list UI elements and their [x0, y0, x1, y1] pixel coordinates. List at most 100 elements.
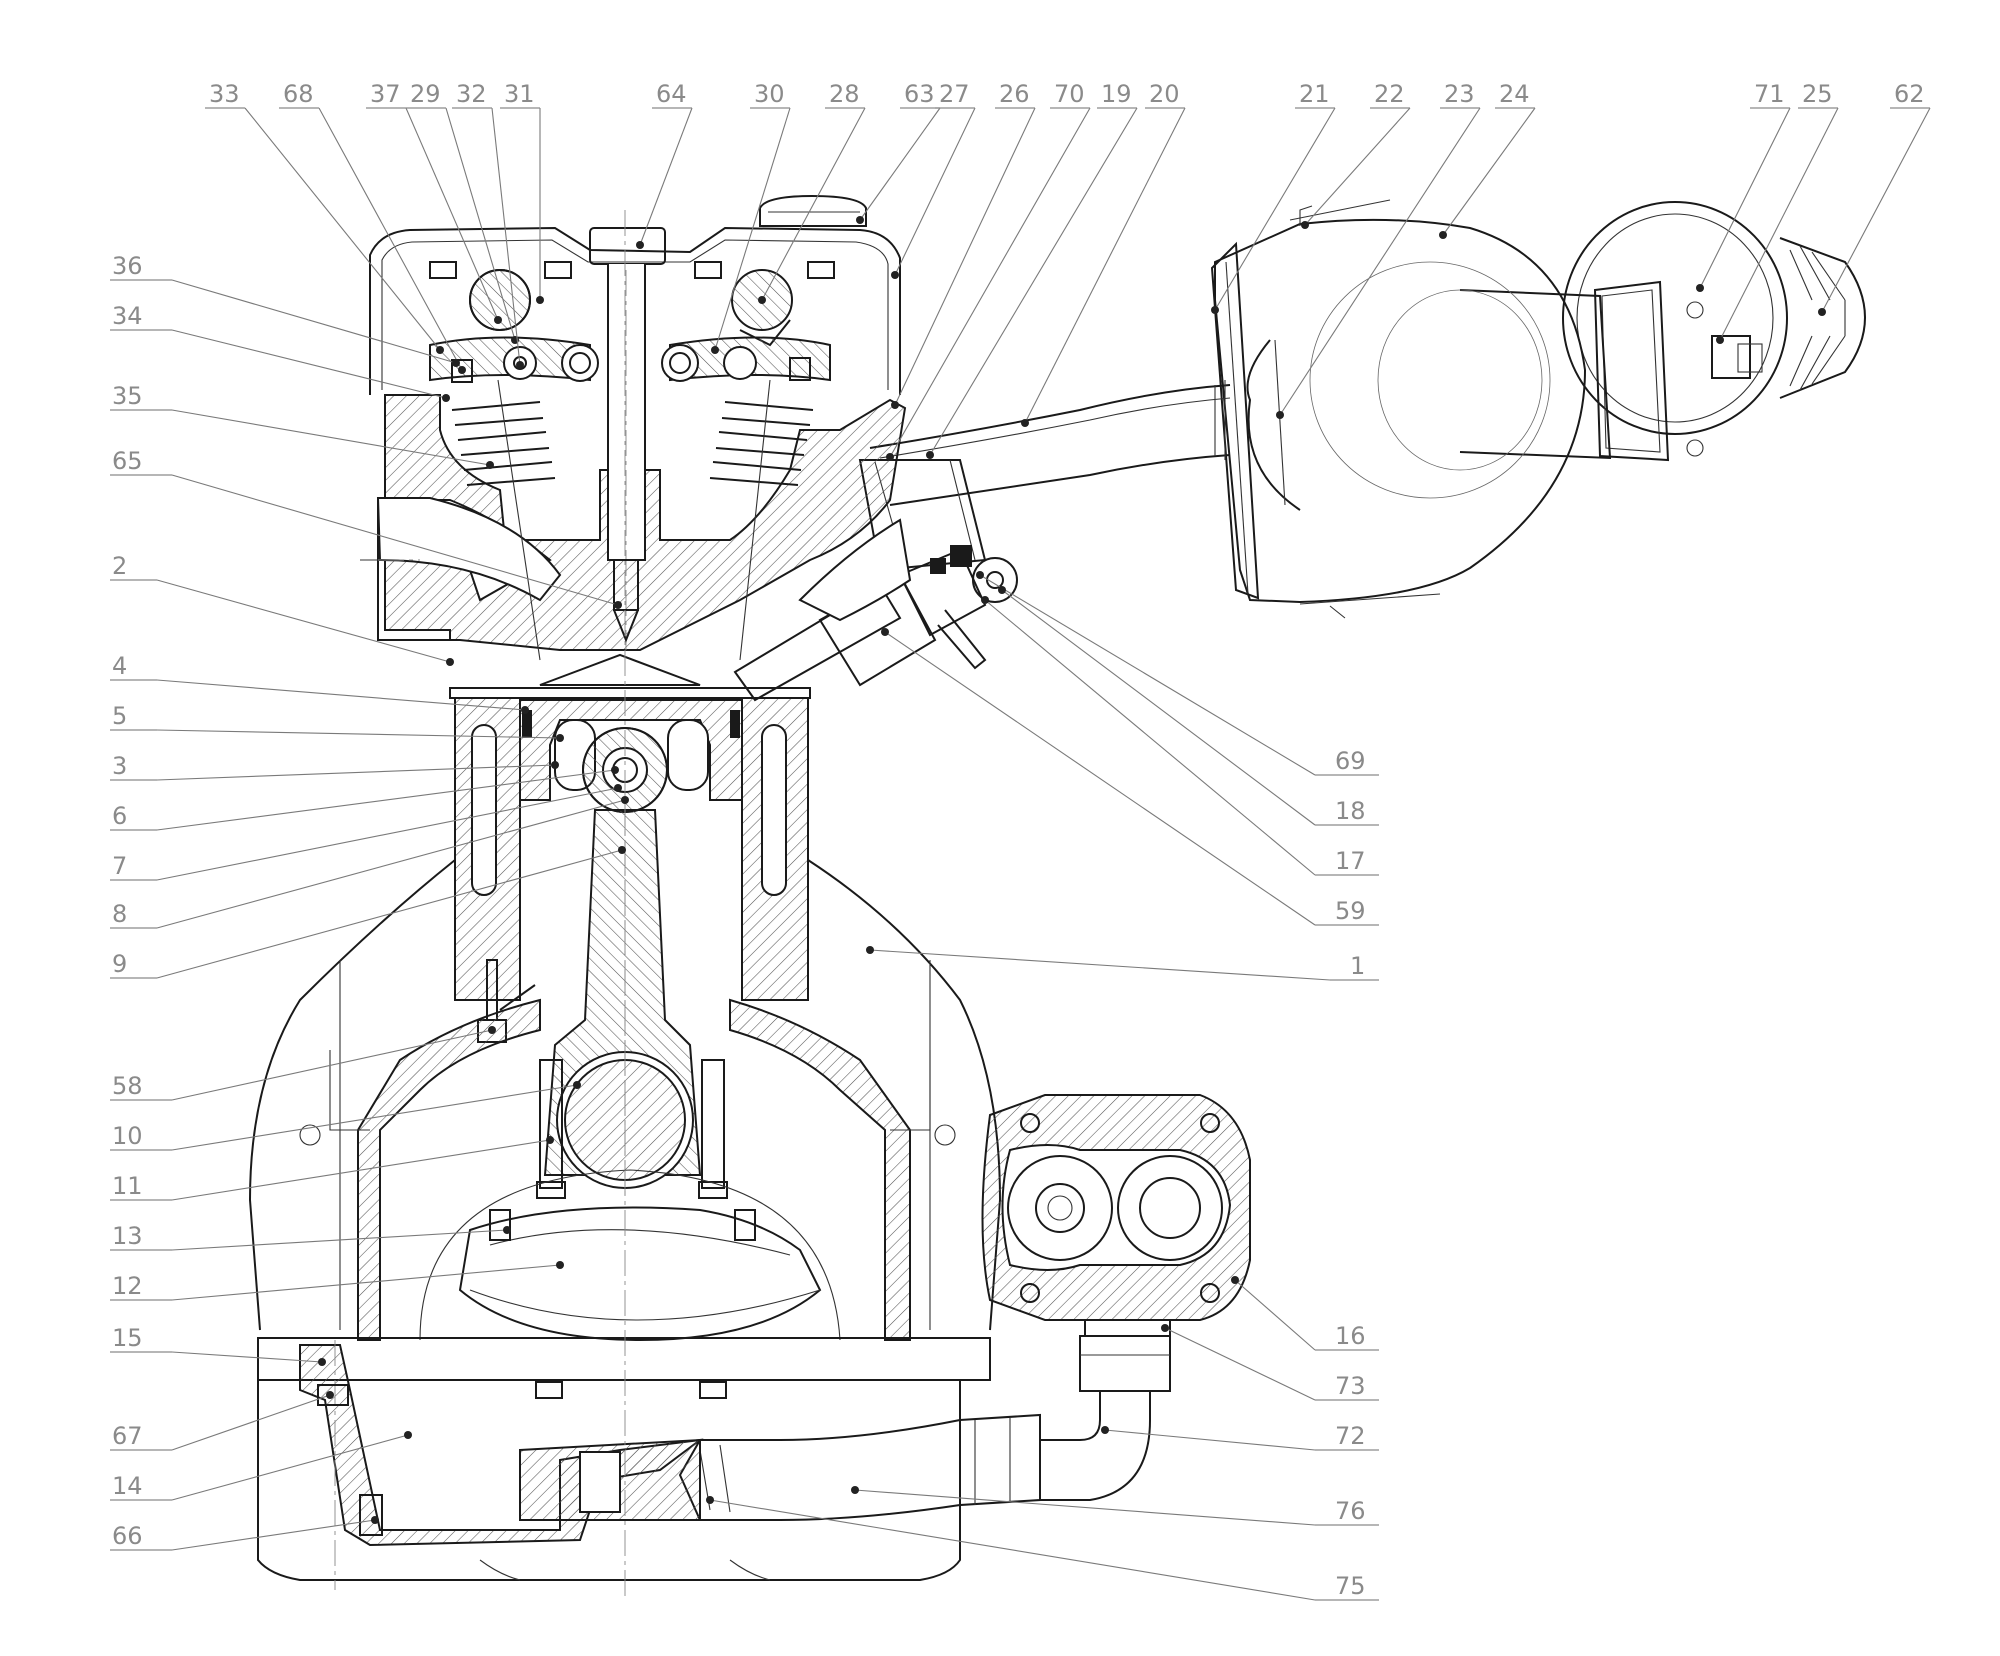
callout-label-22: 22	[1374, 80, 1405, 108]
callout-label-37: 37	[370, 80, 401, 108]
callout-71: 71	[1696, 80, 1791, 292]
callout-leader	[1719, 107, 1839, 341]
callout-target-dot	[1439, 231, 1447, 239]
callout-label-18: 18	[1335, 797, 1366, 825]
callout-5: 5	[110, 702, 564, 742]
callout-leader	[171, 1351, 323, 1363]
callout-64: 64	[636, 80, 693, 249]
callout-leader	[889, 107, 1091, 458]
callout-leader	[156, 799, 626, 929]
callout-33: 33	[205, 80, 444, 354]
callout-target-dot	[458, 366, 466, 374]
callout-label-72: 72	[1335, 1422, 1366, 1450]
callout-leader	[1304, 107, 1411, 226]
callout-label-64: 64	[656, 80, 687, 108]
callout-leader	[1234, 1279, 1316, 1351]
callout-target-dot	[1276, 411, 1284, 419]
callout-target-dot	[1716, 336, 1724, 344]
callout-leader	[491, 107, 521, 366]
callout-target-dot	[1696, 284, 1704, 292]
callout-leader	[156, 679, 526, 711]
callout-target-dot	[856, 216, 864, 224]
callout-target-dot	[611, 766, 619, 774]
callout-65: 65	[110, 447, 622, 609]
callout-target-dot	[636, 241, 644, 249]
callout-label-69: 69	[1335, 747, 1366, 775]
callout-19: 19	[926, 80, 1138, 459]
callout-68: 68	[279, 80, 466, 374]
callout-target-dot	[521, 706, 529, 714]
callout-label-67: 67	[112, 1422, 143, 1450]
callout-4: 4	[110, 652, 529, 714]
callout-leader	[156, 769, 616, 831]
callout-15: 15	[110, 1324, 326, 1366]
callout-label-76: 76	[1335, 1497, 1366, 1525]
callout-3: 3	[110, 752, 559, 781]
callout-label-3: 3	[112, 752, 127, 780]
callout-17: 17	[981, 596, 1379, 876]
callout-target-dot	[1231, 1276, 1239, 1284]
callout-leader	[894, 107, 1036, 406]
piston-3	[519, 699, 743, 801]
callout-label-29: 29	[410, 80, 441, 108]
callout-label-30: 30	[754, 80, 785, 108]
filter-element-62	[1562, 201, 1866, 435]
callout-leader	[171, 1434, 409, 1501]
callout-target-dot	[618, 846, 626, 854]
callout-leader	[156, 787, 619, 881]
callout-target-dot	[446, 658, 454, 666]
callout-target-dot	[881, 628, 889, 636]
center-bolt-64	[589, 227, 666, 650]
callout-target-dot	[886, 453, 894, 461]
callout-target-dot	[516, 361, 524, 369]
callout-target-dot	[556, 1261, 564, 1269]
callout-label-58: 58	[112, 1072, 143, 1100]
callout-leader	[1164, 1327, 1316, 1401]
oil-hose-76	[678, 1419, 961, 1521]
callout-target-dot	[926, 451, 934, 459]
callout-target-dot	[1161, 1324, 1169, 1332]
callout-leader	[1024, 107, 1186, 424]
callout-14: 14	[110, 1431, 412, 1501]
callout-66: 66	[110, 1516, 379, 1551]
callout-target-dot	[1301, 221, 1309, 229]
callout-target-dot	[488, 1026, 496, 1034]
callout-20: 20	[1021, 80, 1186, 427]
callout-label-68: 68	[283, 80, 314, 108]
callout-label-1: 1	[1350, 952, 1365, 980]
callout-leader	[884, 631, 1316, 926]
callout-31: 31	[500, 80, 544, 304]
callout-target-dot	[1211, 306, 1219, 314]
callout-target-dot	[976, 571, 984, 579]
callout-label-35: 35	[112, 382, 143, 410]
callout-label-63: 63	[904, 80, 935, 108]
callout-target-dot	[452, 359, 460, 367]
callout-leader	[156, 764, 556, 781]
callout-target-dot	[573, 1081, 581, 1089]
air-box-24	[1214, 218, 1587, 604]
callout-label-33: 33	[209, 80, 240, 108]
callout-label-34: 34	[112, 302, 143, 330]
callout-target-dot	[621, 796, 629, 804]
callout-target-dot	[404, 1431, 412, 1439]
callout-leader	[1104, 1429, 1316, 1451]
callout-leader	[405, 107, 499, 321]
callout-label-24: 24	[1499, 80, 1530, 108]
callout-18: 18	[998, 586, 1379, 826]
callout-target-dot	[536, 296, 544, 304]
callout-10: 10	[110, 1081, 581, 1151]
callout-leader	[761, 107, 866, 301]
callout-25: 25	[1716, 80, 1839, 344]
callout-target-dot	[503, 1226, 511, 1234]
callout-leader	[171, 474, 619, 606]
callout-target-dot	[546, 1136, 554, 1144]
callout-target-dot	[436, 346, 444, 354]
callout-leader	[854, 1489, 1316, 1526]
callout-target-dot	[706, 1496, 714, 1504]
callout-leader	[171, 409, 491, 466]
callout-target-dot	[891, 271, 899, 279]
callout-label-15: 15	[112, 1324, 143, 1352]
callout-leader	[156, 579, 451, 663]
callout-leader	[244, 107, 441, 351]
